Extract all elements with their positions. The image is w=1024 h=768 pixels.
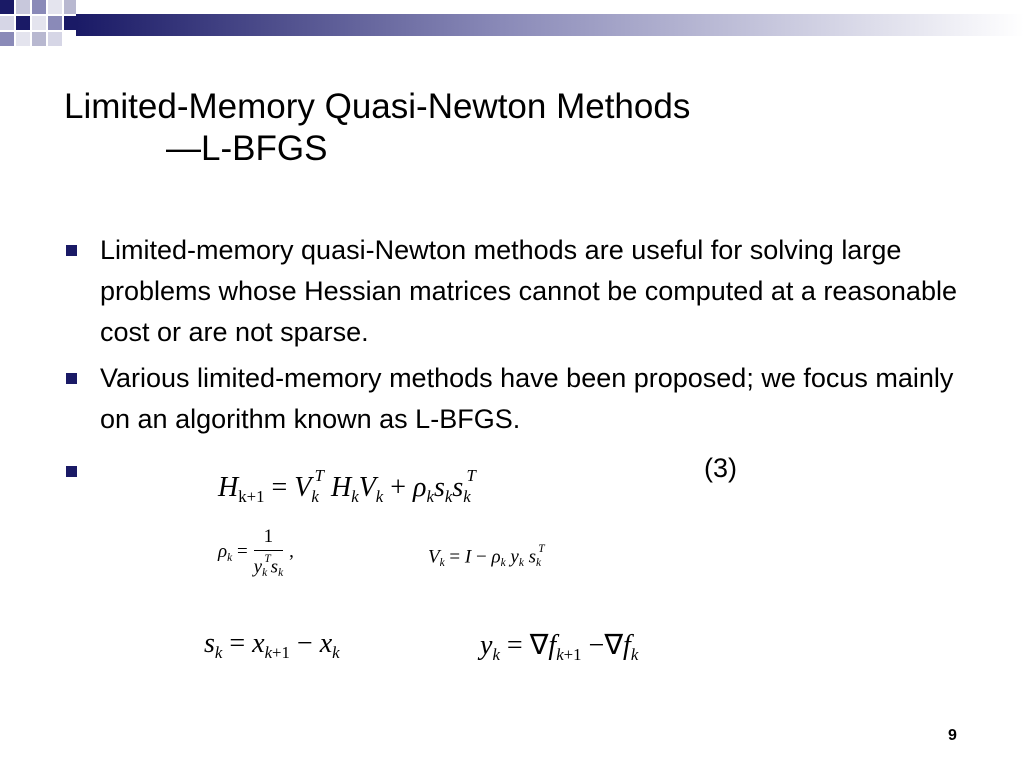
bullet-square-icon bbox=[66, 373, 77, 384]
slide-title-line1: Limited-Memory Quasi-Newton Methods bbox=[64, 87, 691, 126]
header-decoration-band bbox=[0, 0, 1024, 46]
equation-number: (3) bbox=[704, 453, 737, 483]
bullet-square-icon bbox=[66, 466, 77, 477]
slide-title: Limited-Memory Quasi-Newton Methods —L-B… bbox=[64, 86, 944, 170]
bullet-square-icon bbox=[66, 245, 77, 256]
bullet-item: Various limited-memory methods have been… bbox=[64, 358, 964, 440]
equation-s: sk = xk+1 − xk bbox=[204, 628, 340, 662]
equation-v: Vk = I − ρk yk skT bbox=[428, 543, 545, 570]
slide-title-line2: —L-BFGS bbox=[166, 129, 328, 168]
bullet-list: Limited-memory quasi-Newton methods are … bbox=[64, 230, 964, 445]
bullet-item: Limited-memory quasi-Newton methods are … bbox=[64, 230, 964, 353]
equation-y: yk = ∇fk+1 −∇fk bbox=[480, 630, 639, 664]
bullet-text: Limited-memory quasi-Newton methods are … bbox=[100, 235, 957, 347]
equation-h-update: Hk+1 = VkT HkVk + ρkskskT bbox=[218, 466, 476, 506]
page-number: 9 bbox=[948, 727, 957, 744]
bullet-text: Various limited-memory methods have been… bbox=[100, 363, 954, 434]
